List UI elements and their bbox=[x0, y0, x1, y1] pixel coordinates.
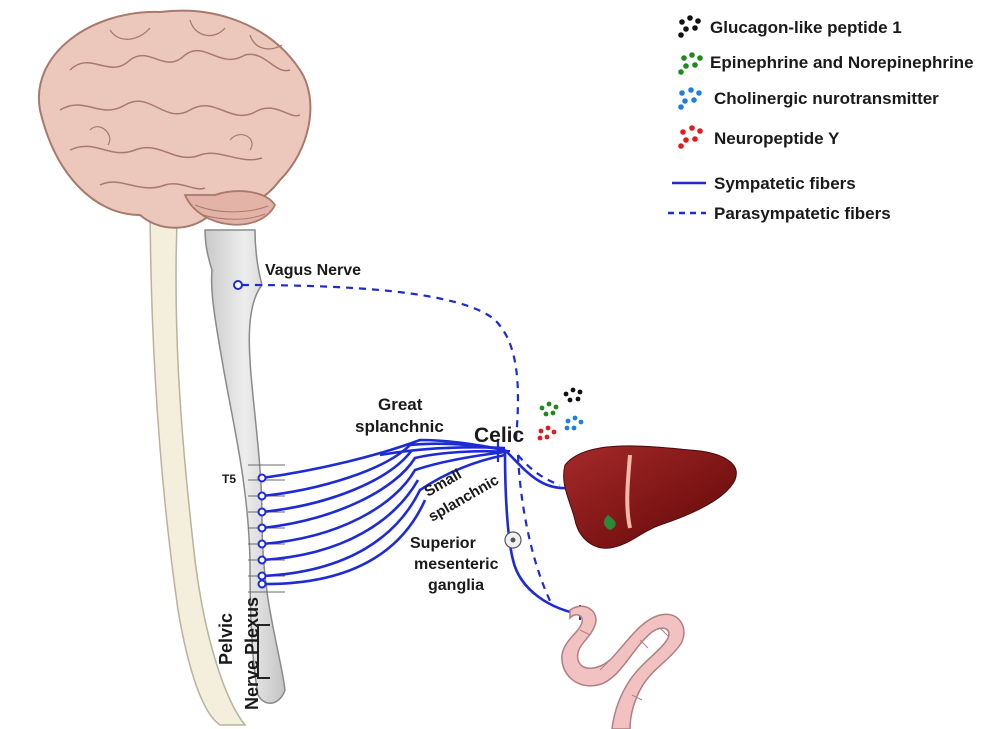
nt-cluster-neuropeptide bbox=[538, 426, 557, 441]
nt-cluster-cholinergic bbox=[565, 416, 584, 431]
legend-dots-epinephrine bbox=[678, 52, 703, 75]
label-vagus-nerve: Vagus Nerve bbox=[265, 262, 361, 279]
label-nerve-plexus: Nerve Plexus bbox=[242, 597, 262, 710]
intestine bbox=[562, 606, 684, 729]
superior-mesenteric-ganglion bbox=[505, 532, 521, 548]
label-great: Great bbox=[378, 395, 423, 414]
legend-label-cholinergic: Cholinergic nurotransmitter bbox=[714, 89, 939, 108]
legend-label-sympathetic: Sympatetic fibers bbox=[714, 174, 856, 193]
label-celic: Celic bbox=[474, 424, 525, 447]
label-splanchnic: splanchnic bbox=[355, 417, 444, 436]
sympathetic-fibers bbox=[262, 440, 585, 615]
legend-dots-neuropeptide bbox=[678, 125, 703, 149]
legend-dots-glp1 bbox=[678, 15, 701, 38]
legend: Glucagon-like peptide 1 Epinephrine and … bbox=[668, 15, 974, 223]
label-mesenteric: mesenteric bbox=[414, 556, 499, 573]
label-superior: Superior bbox=[410, 535, 476, 552]
nt-cluster-glp1 bbox=[564, 388, 583, 403]
legend-label-neuropeptide: Neuropeptide Y bbox=[714, 129, 840, 148]
label-pelvic: Pelvic bbox=[216, 613, 236, 665]
label-ganglia: ganglia bbox=[428, 577, 484, 594]
nt-cluster-epinephrine bbox=[540, 402, 559, 417]
legend-dots-cholinergic bbox=[678, 87, 702, 110]
legend-label-epinephrine: Epinephrine and Norepinephrine bbox=[710, 53, 974, 72]
label-t5: T5 bbox=[222, 472, 236, 486]
brain bbox=[39, 11, 310, 228]
legend-label-parasympathetic: Parasympatetic fibers bbox=[714, 204, 891, 223]
legend-label-glp1: Glucagon-like peptide 1 bbox=[710, 18, 902, 37]
liver bbox=[564, 446, 737, 548]
